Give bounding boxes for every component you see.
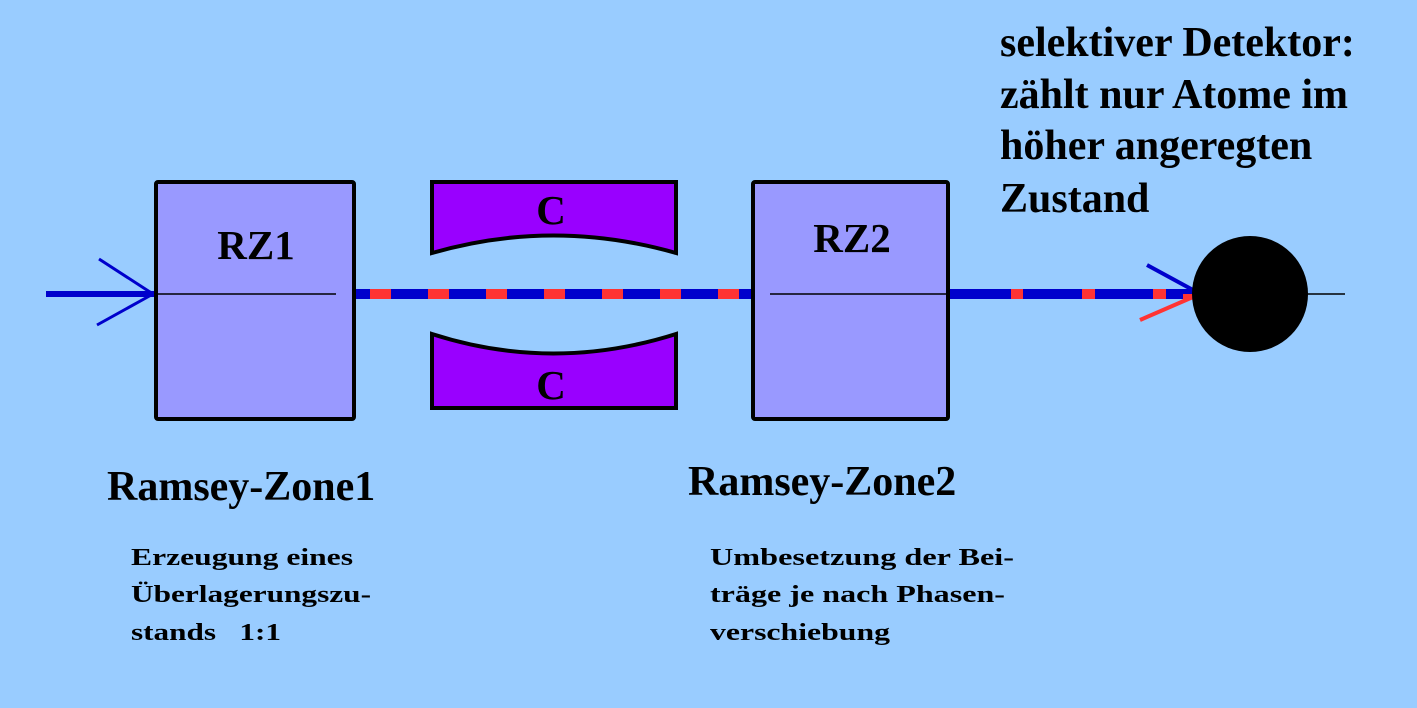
detector-icon: [1192, 236, 1308, 352]
svg-text:verschiebung: verschiebung: [710, 620, 890, 646]
rz1-description: Erzeugung eines Überlagerungszu- stands …: [131, 545, 371, 646]
cavity-bottom: C: [430, 331, 678, 410]
cavity-top: C: [430, 180, 678, 256]
svg-text:Zustand: Zustand: [1000, 176, 1149, 222]
outgoing-beam: [950, 289, 1195, 299]
rz2-label: RZ2: [813, 215, 890, 261]
ramsey-zone-1: RZ1: [154, 180, 356, 421]
svg-text:höher angeregten: höher angeregten: [1000, 123, 1312, 169]
svg-text:Überlagerungszu-: Überlagerungszu-: [131, 582, 371, 608]
svg-text:Umbesetzung der Bei-: Umbesetzung der Bei-: [710, 545, 1014, 571]
svg-text:träge je nach Phasen-: träge je nach Phasen-: [710, 582, 1005, 608]
svg-text:zählt nur Atome im: zählt nur Atome im: [1000, 72, 1348, 118]
outgoing-arrow-head-icon: [1139, 263, 1194, 322]
svg-text:stands 1:1: stands 1:1: [131, 620, 281, 646]
ramsey-zone-2: RZ2: [751, 180, 950, 421]
rz1-title: Ramsey-Zone1: [107, 464, 375, 510]
svg-text:selektiver Detektor:: selektiver Detektor:: [1000, 20, 1355, 66]
cavity-top-label: C: [536, 187, 566, 233]
detector-description: selektiver Detektor: zählt nur Atome im …: [1000, 20, 1355, 222]
incoming-arrow-head-icon: [96, 257, 154, 327]
cavity-bottom-label: C: [536, 362, 566, 408]
rz2-description: Umbesetzung der Bei- träge je nach Phase…: [710, 545, 1014, 646]
svg-text:Erzeugung eines: Erzeugung eines: [131, 545, 353, 571]
rz1-label: RZ1: [217, 222, 294, 268]
rz2-title: Ramsey-Zone2: [688, 459, 956, 505]
